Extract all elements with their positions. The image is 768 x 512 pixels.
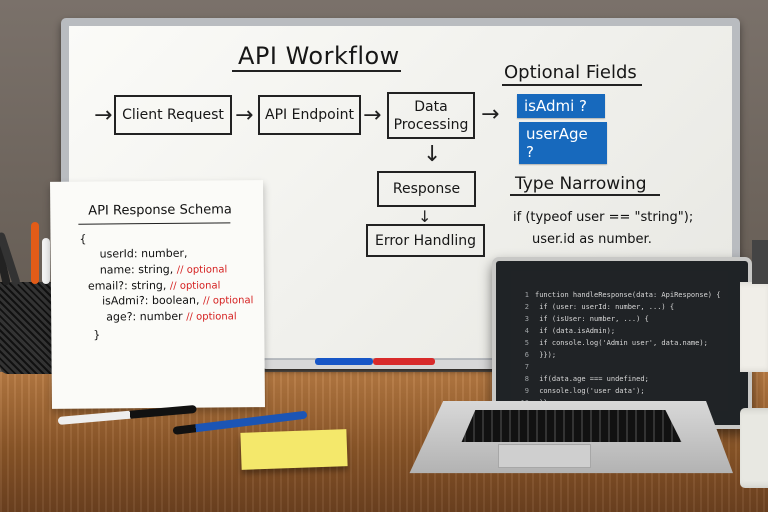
blue-marker (315, 358, 373, 365)
code-line: 5 if console.log('Admin user', data.name… (524, 339, 708, 347)
code-line: 7 (524, 363, 529, 371)
code-line: 4 if (data.isAdmin); (524, 327, 616, 335)
arrow-right-icon: → (235, 103, 254, 128)
coffee-mug (740, 408, 768, 488)
whiteboard-title: API Workflow (238, 42, 400, 70)
orange-marker (31, 222, 39, 284)
arrow-right-icon: → (363, 103, 382, 128)
arrow-down-icon: ↓ (418, 207, 432, 226)
api-response-schema-paper: API Response Schema { userId: number, na… (50, 180, 265, 409)
response-box: Response (377, 171, 476, 207)
schema-line: name: string, // optional (99, 262, 228, 277)
schema-line: isAdmi?: boolean, // optional (101, 293, 254, 308)
client-request-box: Client Request (114, 95, 232, 135)
data-processing-box: Data Processing (387, 92, 475, 139)
optional-field-label: userAge ? (519, 122, 607, 164)
code-line: 6 }}); (524, 351, 557, 359)
schema-title-underline (78, 222, 231, 225)
arrow-right-icon: → (481, 102, 500, 127)
whiteboard-code-line: user.id as number. (532, 232, 652, 247)
white-marker (42, 238, 50, 284)
laptop-trackpad[interactable] (498, 444, 591, 468)
left-arrow-icon: → (94, 103, 113, 128)
red-marker (373, 358, 435, 365)
whiteboard-code-line: if (typeof user == "string"); (513, 210, 694, 225)
right-cup (740, 282, 768, 372)
code-line: 8 if(data.age === undefined; (524, 375, 649, 383)
laptop-keyboard[interactable] (461, 410, 682, 442)
schema-line: userId: number, (99, 246, 188, 261)
schema-line: } (93, 328, 101, 342)
type-narrowing-title: Type Narrowing (515, 174, 647, 194)
optional-fields-title: Optional Fields (504, 62, 637, 83)
title-underline (232, 70, 401, 72)
data-processing-line-1: Data (414, 98, 448, 115)
error-handling-box: Error Handling (366, 224, 485, 257)
sticky-note-pad (240, 429, 348, 470)
schema-line: age?: number // optional (106, 309, 237, 324)
schema-line: email?: string, // optional (87, 278, 221, 293)
schema-line: { (79, 232, 87, 246)
code-line: 2 if (user: userId: number, ...) { (524, 303, 675, 311)
schema-title: API Response Schema (88, 202, 232, 219)
api-endpoint-box: API Endpoint (258, 95, 361, 135)
code-line: 3 if (isUser: number, ...) { (524, 315, 649, 323)
type-narrowing-underline (510, 194, 660, 196)
arrow-down-icon: ↓ (423, 142, 442, 167)
code-line: 9 console.log('user data'); (524, 387, 645, 395)
data-processing-line-2: Processing (393, 116, 469, 133)
optional-field-label: isAdmi ? (517, 94, 605, 118)
whiteboard-eraser (752, 240, 768, 284)
optional-fields-underline (502, 84, 642, 86)
